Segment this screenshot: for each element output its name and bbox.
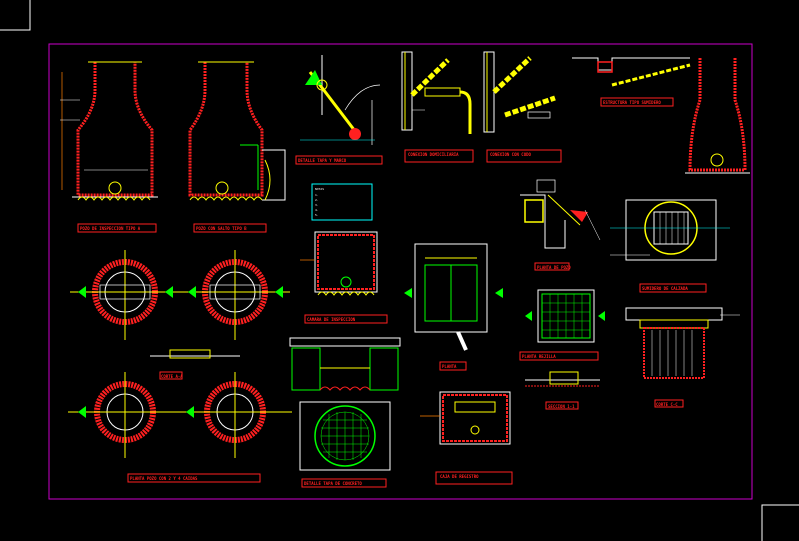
title-box-d3 [295, 155, 383, 165]
title-box-d5 [486, 149, 562, 163]
title-box-d12 [127, 473, 261, 483]
detail-corte-cc [625, 307, 740, 379]
detail-tapa-marco [300, 55, 381, 145]
detail-pozo-b [188, 61, 286, 201]
title-box-d9 [534, 262, 570, 271]
legend-line: 5. [315, 213, 319, 217]
title-d7: CAMARA DE INSPECCION [307, 317, 356, 322]
title-box-d8 [439, 361, 467, 371]
title-box-d18 [654, 399, 684, 408]
title-d9: PLANTA DE POZO [537, 265, 571, 270]
detail-corte-strip [150, 349, 240, 359]
detail-estructura-sumidero [572, 57, 750, 174]
title-box-d2 [193, 223, 267, 233]
legend-line: 1. [315, 193, 319, 197]
viewport-corner-icon [761, 504, 799, 541]
title-d12: PLANTA POZO CON 2 Y 4 CAIDAS [130, 476, 198, 481]
title-d6: ESTRUCTURA TIPO SUMIDERO [603, 100, 661, 105]
detail-planta-pozo-2 [180, 250, 290, 340]
detail-sumidero-seccion [520, 179, 601, 249]
title-d1: POZO DE INSPECCION TIPO A [80, 226, 141, 231]
title-box-d1 [77, 223, 157, 233]
legend-line: 3. [315, 203, 319, 207]
title-d18: CORTE C-C [656, 402, 678, 407]
title-d16: PLANTA REJILLA [522, 354, 556, 359]
legend-heading: NOTAS [315, 187, 324, 191]
detail-seccion-11 [525, 371, 600, 387]
title-d5: CONEXION CON CODO [490, 152, 532, 157]
detail-conexion-codo [483, 51, 556, 133]
viewport-corner-icon [0, 0, 31, 31]
detail-sumidero-calzada [610, 199, 730, 261]
detail-planta-pozo-1 [70, 250, 180, 340]
title-box-d4 [404, 149, 474, 163]
title-box-d15 [639, 283, 707, 293]
title-d17: SECCION 1-1 [548, 404, 575, 409]
legend-line: 4. [315, 208, 319, 212]
title-box-d14 [435, 471, 513, 485]
title-box-d17 [545, 401, 579, 410]
title-d8: PLANTA [442, 364, 457, 369]
title-d15: SUMIDERO DE CALZADA [642, 286, 688, 291]
detail-planta-caidas-2 [178, 372, 292, 458]
title-box-d13 [301, 478, 387, 488]
detail-conexion-domiciliaria [401, 51, 472, 134]
title-d10: CORTE A-A [161, 374, 183, 379]
legend-box: NOTAS 1. 2. 3. 4. 5. [311, 183, 373, 221]
title-box-d7 [304, 314, 388, 324]
detail-planta [404, 243, 503, 351]
title-d4: CONEXION DOMICILIARIA [408, 152, 459, 157]
detail-camara-inspeccion [300, 231, 378, 296]
detail-pozo-a [60, 61, 158, 201]
title-box-d16 [519, 351, 599, 361]
title-d3: DETALLE TAPA Y MARCO [298, 158, 347, 163]
title-d2: POZO CON SALTO TIPO B [196, 226, 247, 231]
detail-caja-registro [420, 391, 511, 445]
title-d14: CAJA DE REGISTRO [440, 474, 479, 479]
detail-planta-caidas-1 [68, 372, 182, 458]
legend-line: 2. [315, 198, 319, 202]
title-box-d10 [159, 371, 183, 380]
detail-tapa-concreto [299, 401, 391, 471]
sheet-frame [48, 43, 753, 500]
title-box-d6 [600, 97, 674, 107]
detail-corte-bb [289, 337, 401, 391]
detail-planta-rejilla [525, 289, 605, 343]
title-d13: DETALLE TAPA DE CONCRETO [304, 481, 362, 486]
